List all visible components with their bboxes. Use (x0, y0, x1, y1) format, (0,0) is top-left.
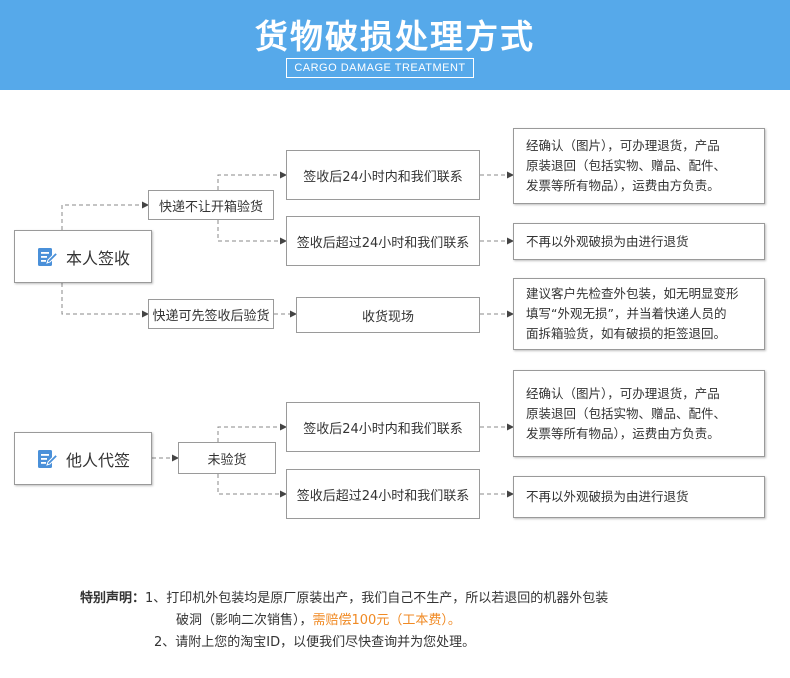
contact-within-24h-2: 签收后24小时内和我们联系 (286, 402, 480, 452)
header-banner: 货物破损处理方式 CARGO DAMAGE TREATMENT (0, 0, 790, 90)
branch-not-inspected: 未验货 (178, 442, 276, 474)
note-line: 原装退回（包括实物、赠品、配件、 (526, 405, 727, 421)
root-other-sign: 他人代签 (14, 432, 152, 485)
note-no-return-2: 不再以外观破损为由进行退货 (513, 476, 765, 518)
note-line: 建议客户先检查外包装，如无明显变形 (526, 286, 739, 301)
special-statement: 特别声明：1、打印机外包装均是原厂原装出产，我们自己不生产，所以若退回的机器外包… (80, 588, 608, 654)
branch-sign-then-inspect-label: 快递可先签收后验货 (152, 308, 270, 324)
note-return-allowed-1: 经确认（图片），可办理退货，产品 原装退回（包括实物、赠品、配件、 发票等所有物… (513, 128, 765, 204)
note-line: 不再以外观破损为由进行退货 (526, 489, 689, 504)
receiving-site-label: 收货现场 (361, 309, 414, 325)
contact-after-24h-2: 签收后超过24小时和我们联系 (286, 469, 480, 519)
page-title: 货物破损处理方式 (255, 17, 535, 56)
statement-compensation: 需赔偿100元（工本费）。 (312, 613, 461, 628)
note-line: 面拆箱验货，如有破损的拒签退回。 (526, 326, 727, 341)
note-line: 不再以外观破损为由进行退货 (526, 233, 689, 249)
contact-after-24h-1-label: 签收后超过24小时和我们联系 (296, 235, 470, 251)
page-subtitle: CARGO DAMAGE TREATMENT (286, 58, 474, 78)
edit-document-icon (37, 247, 58, 266)
branch-no-open-inspection-label: 快递不让开箱验货 (158, 199, 263, 215)
contact-within-24h-2-label: 签收后24小时内和我们联系 (303, 421, 463, 437)
edit-document-icon (37, 449, 58, 468)
statement-line-1-cont: 破洞（影响二次销售）， (176, 613, 313, 628)
note-line: 填写“外观无损”，并当着快递人员的 (526, 306, 727, 321)
contact-after-24h-2-label: 签收后超过24小时和我们联系 (296, 488, 470, 504)
note-line: 经确认（图片），可办理退货，产品 (526, 138, 720, 153)
receiving-site: 收货现场 (296, 297, 480, 333)
contact-within-24h-1: 签收后24小时内和我们联系 (286, 150, 480, 200)
note-no-return-1: 不再以外观破损为由进行退货 (513, 223, 765, 260)
root-other-sign-label: 他人代签 (65, 450, 130, 470)
note-line: 原装退回（包括实物、赠品、配件、 (526, 158, 727, 173)
branch-not-inspected-label: 未验货 (207, 452, 247, 468)
note-line: 发票等所有物品），运费由方负责。 (526, 425, 720, 441)
statement-label: 特别声明： (80, 591, 146, 606)
contact-after-24h-1: 签收后超过24小时和我们联系 (286, 216, 480, 266)
contact-within-24h-1-label: 签收后24小时内和我们联系 (303, 169, 463, 185)
statement-line-2: 2、请附上您的淘宝ID，以便我们尽快查询并为您处理。 (154, 635, 476, 650)
note-return-allowed-2: 经确认（图片），可办理退货，产品 原装退回（包括实物、赠品、配件、 发票等所有物… (513, 370, 765, 457)
statement-line-1: 1、打印机外包装均是原厂原装出产，我们自己不生产，所以若退回的机器外包装 (145, 591, 609, 606)
root-self-sign-label: 本人签收 (65, 248, 130, 268)
branch-sign-then-inspect: 快递可先签收后验货 (148, 299, 274, 329)
note-line: 发票等所有物品），运费由方负责。 (526, 178, 720, 193)
branch-no-open-inspection: 快递不让开箱验货 (148, 190, 274, 220)
note-inspect-on-site: 建议客户先检查外包装，如无明显变形 填写“外观无损”，并当着快递人员的 面拆箱验… (513, 278, 765, 350)
note-line: 经确认（图片），可办理退货，产品 (526, 385, 720, 401)
root-self-sign: 本人签收 (14, 230, 152, 283)
